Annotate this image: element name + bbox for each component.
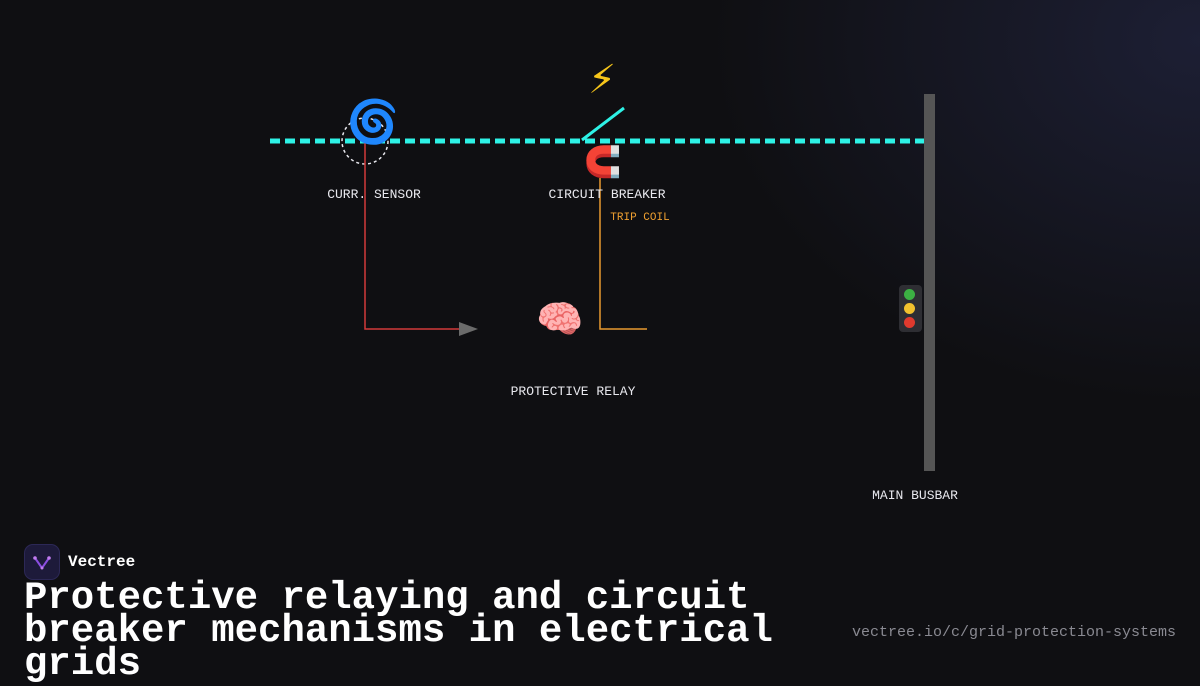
trip-coil-label: TRIP COIL bbox=[610, 212, 670, 224]
brand-name: Vectree bbox=[68, 553, 136, 571]
source-url: vectree.io/c/grid-protection-systems bbox=[851, 624, 1176, 641]
page-title: Protective relaying and circuit breaker … bbox=[24, 576, 773, 686]
sensor-signal-wire bbox=[364, 141, 460, 330]
main-busbar-bar bbox=[924, 94, 935, 471]
trip-wire bbox=[599, 178, 647, 330]
magnet-icon: 🧲 bbox=[584, 145, 622, 180]
main-busbar-label: MAIN BUSBAR bbox=[872, 488, 958, 503]
yellow-light bbox=[904, 303, 915, 314]
red-light bbox=[904, 317, 915, 328]
signal-arrowhead bbox=[459, 322, 478, 336]
green-light bbox=[904, 289, 915, 300]
traffic-light-icon bbox=[899, 285, 922, 332]
brain-icon: 🧠 bbox=[536, 297, 584, 341]
circuit-breaker-label: CIRCUIT BREAKER bbox=[548, 187, 666, 202]
lightning-bolt-icon: ⚡ bbox=[587, 57, 617, 103]
protective-relay-label: PROTECTIVE RELAY bbox=[510, 384, 636, 399]
brand: Vectree bbox=[24, 544, 135, 580]
breaker-contact-arm bbox=[581, 106, 625, 142]
sensor-spiral-icon: 🌀 bbox=[346, 97, 400, 146]
vectree-logo-icon bbox=[24, 544, 60, 580]
sensor-ring bbox=[341, 117, 389, 165]
current-sensor-label: CURR. SENSOR bbox=[327, 187, 421, 202]
